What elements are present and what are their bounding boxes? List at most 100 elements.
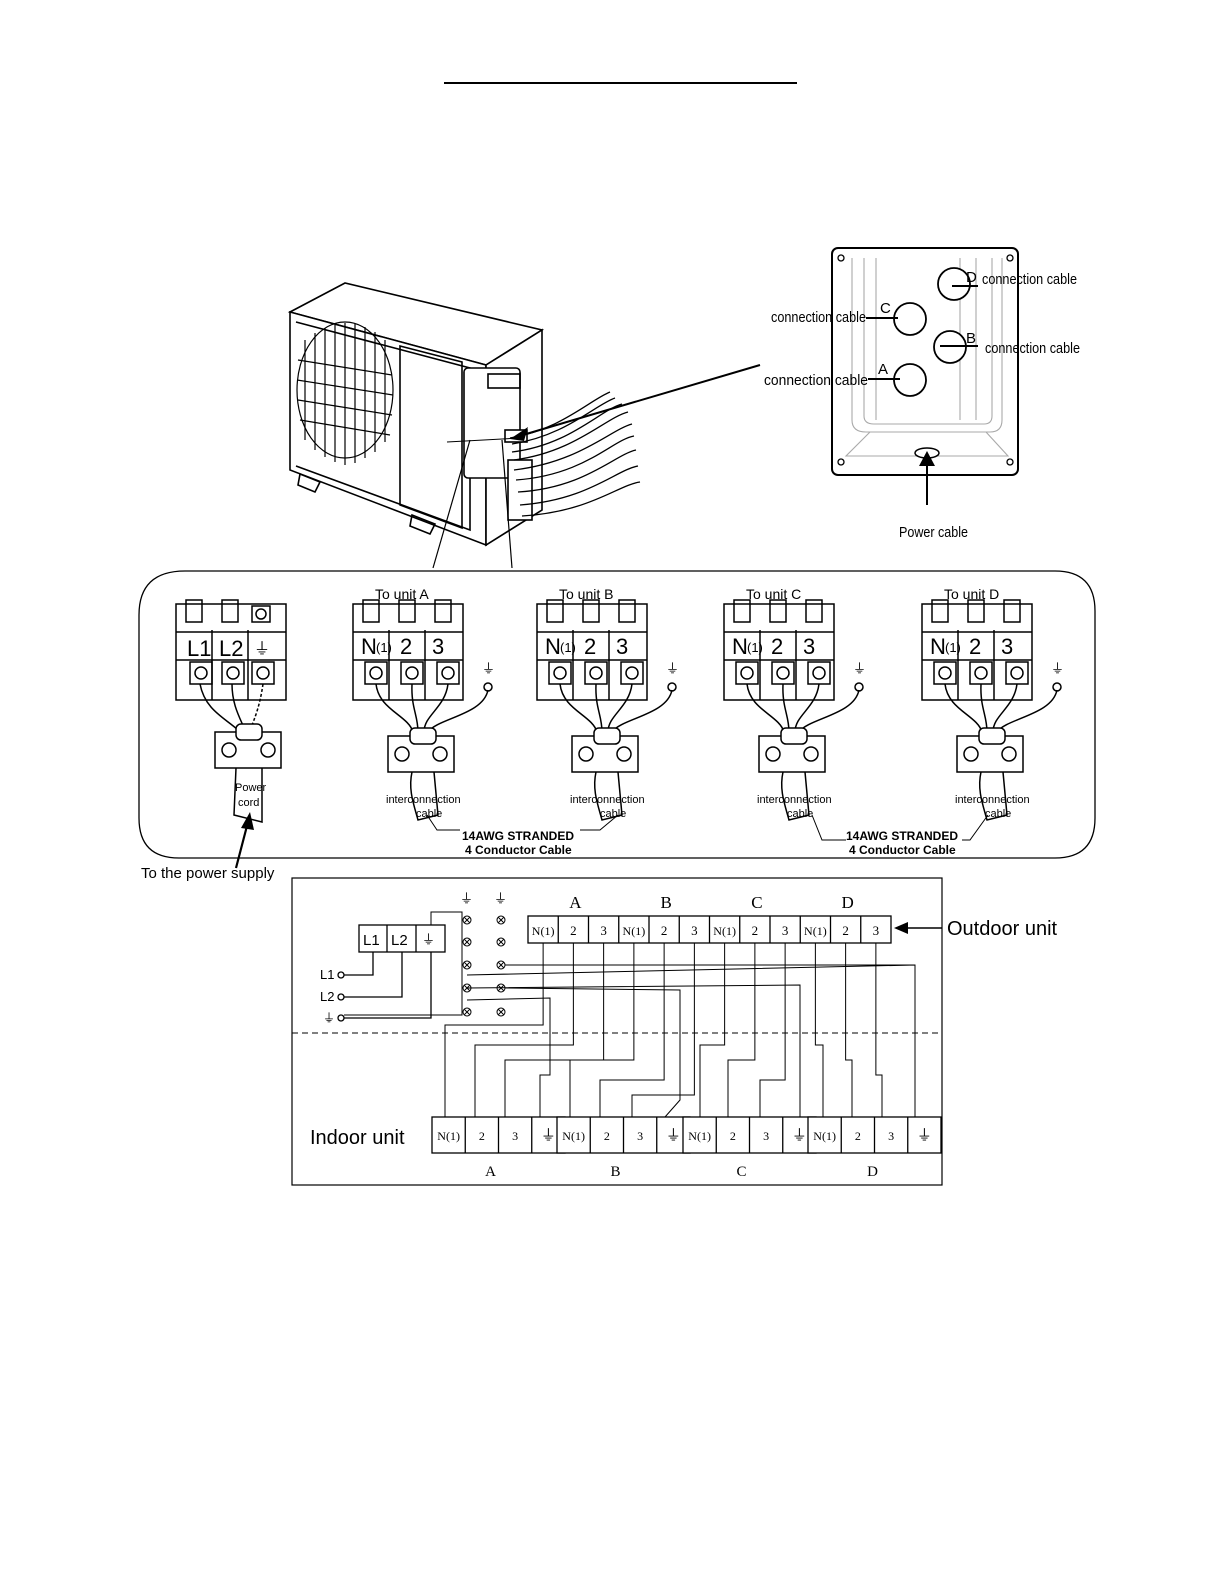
panel-letter-a: A [878, 361, 888, 378]
cross-marker-icon [496, 1007, 506, 1017]
unit-block-d [921, 599, 1062, 821]
supply-term-ground-icon: ⏚ [422, 933, 435, 948]
ground-icon: ⏚ [853, 662, 866, 677]
outdoor-terminal-label: N(1) [532, 924, 555, 938]
indoor-terminal-label: N(1) [813, 1129, 836, 1143]
indoor-terminal-strip-d [807, 1116, 942, 1154]
indoor-group-label: B [610, 1164, 620, 1180]
indoor-ground-icon: ⏚ [917, 1126, 932, 1144]
power-supply-label: To the power supply [141, 865, 275, 882]
power-supply-arrow [234, 821, 250, 869]
outdoor-group-label: A [569, 893, 582, 912]
terminal-label: N [545, 634, 561, 659]
outdoor-terminal-label: 3 [691, 923, 698, 938]
cable-spec-1-line1: 14AWG STRANDED [462, 829, 574, 843]
cross-marker-icon [496, 937, 506, 947]
ground-icon: ⏚ [460, 892, 473, 907]
callout-leader-left [432, 439, 471, 569]
terminal-label: 2 [771, 634, 783, 659]
terminal-screw-icon [405, 666, 419, 680]
indoor-group-label: A [485, 1164, 496, 1180]
schematic-frame [291, 877, 943, 1186]
panel-label-b: connection cable [985, 340, 1080, 357]
outdoor-group-label: D [841, 893, 853, 912]
terminal-screw-icon [938, 666, 952, 680]
interconnection-label: interconnection [955, 794, 1030, 806]
panel-letter-d: D [966, 269, 977, 286]
indoor-ground-icon: ⏚ [666, 1126, 681, 1144]
indoor-terminal-label: 2 [730, 1129, 736, 1143]
cable-spec-1-line2: 4 Conductor Cable [465, 843, 572, 857]
indoor-terminal-label: 2 [604, 1129, 610, 1143]
interconnection-label: interconnection [757, 794, 832, 806]
indoor-terminal-label: N(1) [562, 1129, 585, 1143]
power-cord-label: Power [235, 782, 267, 794]
outdoor-terminal-label: 3 [873, 923, 880, 938]
cable-bundle [509, 391, 641, 517]
cable-label: cable [600, 808, 626, 820]
terminal-screw-icon [812, 666, 826, 680]
outdoor-terminal-label: N(1) [713, 924, 736, 938]
callout-leader-right [501, 439, 513, 569]
outdoor-unit-label: Outdoor unit [947, 918, 1058, 940]
supply-term-l1: L1 [363, 932, 380, 949]
outdoor-terminal-label: N(1) [623, 924, 646, 938]
supply-line-ground-icon: ⏚ [323, 1011, 335, 1025]
unit-block-title: To unit D [944, 586, 999, 602]
cross-marker-icon [462, 1007, 472, 1017]
power-term-ground-icon: ⏚ [254, 639, 270, 658]
outdoor-group-label: C [751, 893, 762, 912]
supply-term-l2: L2 [391, 932, 408, 949]
ground-icon: ⏚ [482, 662, 495, 677]
outdoor-terminal-label: 2 [752, 923, 759, 938]
cross-marker-icon [496, 960, 506, 970]
schematic-wires [444, 943, 916, 1118]
unit-block-b [536, 599, 677, 821]
indoor-terminal-strip-c [682, 1116, 817, 1154]
interconnection-label: interconnection [570, 794, 645, 806]
panel-pointer-arrow [515, 364, 761, 438]
panel-letter-b: B [966, 330, 976, 347]
indoor-terminal-label: 3 [763, 1129, 769, 1143]
ground-icon: ⏚ [494, 892, 507, 907]
ground-screw-icon [667, 682, 677, 692]
cable-label: cable [985, 808, 1011, 820]
cable-label: cable [416, 808, 442, 820]
indoor-ground-icon: ⏚ [792, 1126, 807, 1144]
ground-markers: ⏚⏚ [460, 892, 507, 1017]
cross-marker-icon [462, 937, 472, 947]
indoor-group-label: D [867, 1164, 878, 1180]
cable-spec-2-line1: 14AWG STRANDED [846, 829, 958, 843]
terminal-label: (1) [560, 640, 576, 655]
terminal-screw-icon [589, 666, 603, 680]
supply-terminal-strip [337, 911, 463, 1022]
power-cable-label: Power cable [899, 524, 968, 541]
power-cord-label-2: cord [238, 797, 259, 809]
indoor-terminal-label: N(1) [437, 1129, 460, 1143]
panel-label-a: connection cable [764, 372, 868, 389]
ground-screw-icon [483, 682, 493, 692]
outdoor-unit-illustration [287, 282, 641, 547]
indoor-terminal-label: 3 [512, 1129, 518, 1143]
outdoor-terminal-label: 3 [782, 923, 789, 938]
interconnection-label: interconnection [386, 794, 461, 806]
terminal-callout-frame [138, 570, 1096, 859]
indoor-group-label: C [736, 1164, 746, 1180]
terminal-screw-icon [441, 666, 455, 680]
unit-block-c [723, 599, 864, 821]
indoor-terminal-label: 2 [479, 1129, 485, 1143]
outdoor-terminal-label: 2 [661, 923, 668, 938]
terminal-screw-icon [553, 666, 567, 680]
panel-label-d: connection cable [982, 271, 1077, 288]
cross-marker-icon [462, 960, 472, 970]
terminal-screw-icon [1010, 666, 1024, 680]
outdoor-terminal-strip [527, 915, 892, 944]
terminal-screw-icon [974, 666, 988, 680]
ground-icon: ⏚ [666, 662, 679, 677]
fan-grille [296, 321, 394, 465]
indoor-ground-icon: ⏚ [541, 1126, 556, 1144]
ground-screw-icon [854, 682, 864, 692]
